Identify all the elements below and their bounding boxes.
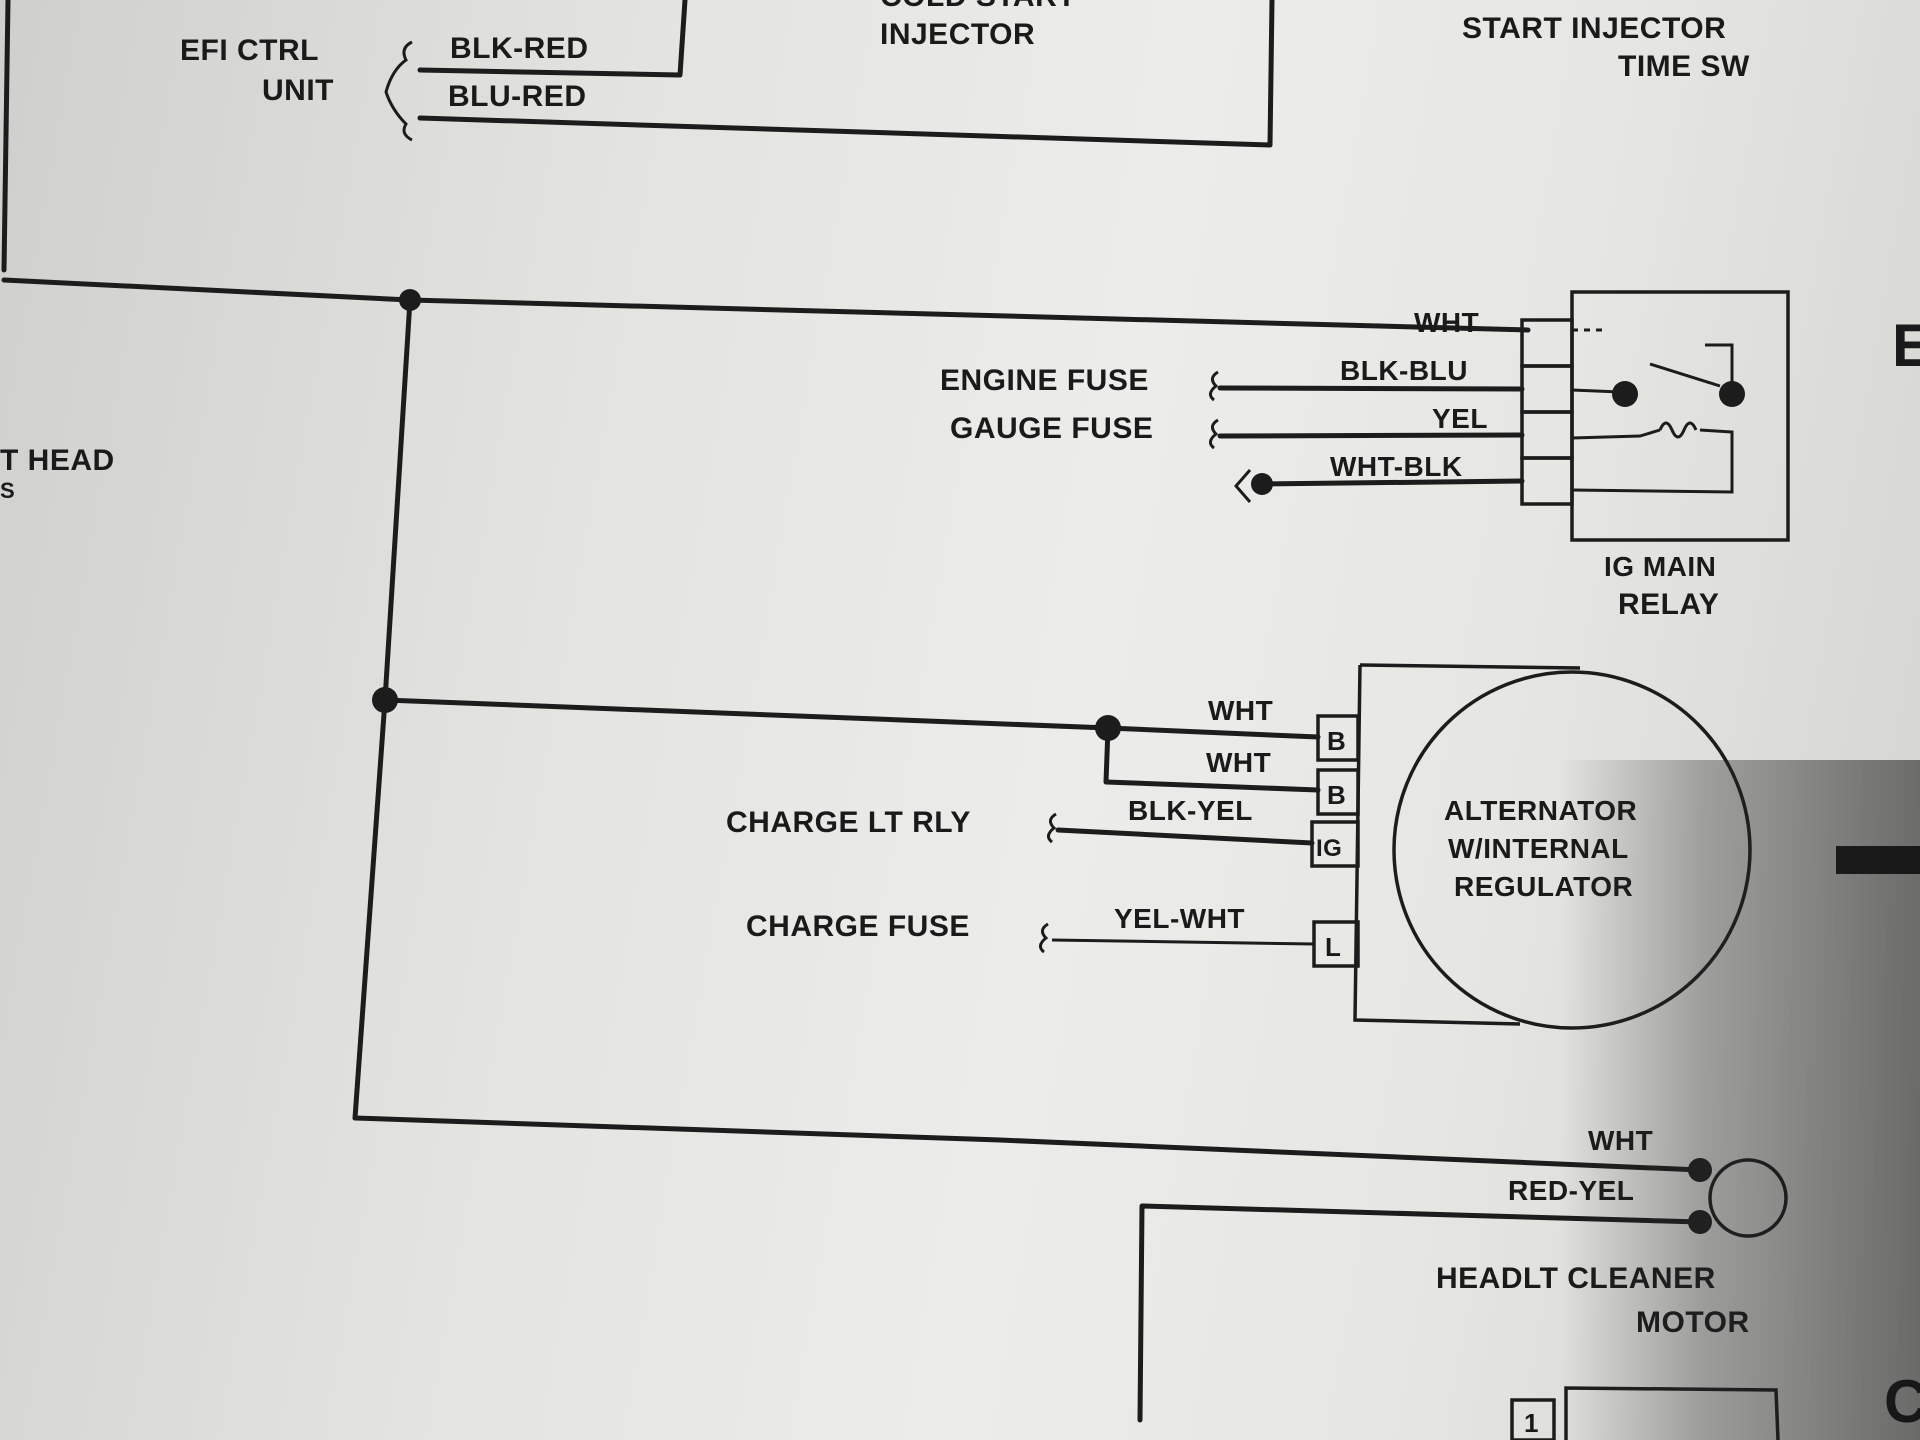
pin-ig-label: IG <box>1316 835 1342 862</box>
relay-pin-4 <box>1520 456 1574 506</box>
time-sw-label: TIME SW <box>1618 50 1750 83</box>
bottom-component-body <box>1564 1386 1780 1440</box>
cylinder-head-label: T HEAD <box>0 444 115 477</box>
bottom-pin-label: 1 <box>1524 1408 1539 1438</box>
blu-red-label: BLU-RED <box>448 80 587 113</box>
bus-junction-top <box>399 289 421 311</box>
alt-wht-wire-1 <box>382 697 1321 740</box>
edge-letter-e: E <box>1892 312 1920 379</box>
relay-coil-return <box>1571 428 1734 494</box>
pin-l-label: L <box>1325 932 1341 962</box>
alt-junction <box>1095 715 1121 741</box>
relay-coil-lead <box>1571 428 1661 440</box>
injector-label: INJECTOR <box>880 18 1035 51</box>
relay-yel-wire <box>1217 432 1525 439</box>
relay-pin-3 <box>1520 410 1574 460</box>
engine-fuse-break <box>1209 370 1219 402</box>
alt-wht-label-1: WHT <box>1208 695 1273 726</box>
relay-internal-2 <box>1571 388 1621 394</box>
charge-lt-rly-label: CHARGE LT RLY <box>726 806 971 839</box>
motor-circle <box>1708 1158 1788 1238</box>
efi-brace <box>384 40 413 142</box>
relay-yel-label: YEL <box>1432 403 1488 434</box>
relay-wht-blk-wire <box>1259 478 1525 487</box>
motor-wht-label: WHT <box>1588 1125 1653 1156</box>
alternator-name-line3: REGULATOR <box>1454 871 1633 902</box>
engine-fuse-label: ENGINE FUSE <box>940 364 1149 397</box>
relay-switch-lead <box>1705 343 1734 394</box>
alt-wht-label-2: WHT <box>1206 747 1271 778</box>
alternator: B B IG L WHT WHT BLK-YEL YEL-WHT CHARGE … <box>382 663 1752 1030</box>
alt-yel-wht-label: YEL-WHT <box>1114 903 1245 934</box>
efi-ctrl-label: EFI CTRL <box>180 34 319 67</box>
left-border-wire <box>1 0 11 273</box>
alt-wht-wire-2 <box>1103 725 1321 793</box>
relay-coil <box>1658 421 1698 439</box>
ground-symbol-icon <box>1234 469 1252 503</box>
bottom-pin-box <box>1510 1398 1556 1440</box>
blu-red-wire <box>417 0 1275 148</box>
relay-name-line1: IG MAIN <box>1604 551 1716 582</box>
efi-section: EFI CTRL UNIT BLK-RED BLU-RED COLD START… <box>0 0 1750 503</box>
cylinder-head-label-2: S <box>0 478 15 503</box>
charge-fuse-label: CHARGE FUSE <box>746 910 970 943</box>
motor-terminal-1 <box>1688 1158 1712 1182</box>
charge-fuse-break <box>1039 922 1049 954</box>
alternator-name-line2: W/INTERNAL <box>1448 833 1629 864</box>
edge-letter-c: C <box>1884 1368 1920 1435</box>
headlight-cleaner-motor: WHT RED-YEL HEADLT CLEANER MOTOR <box>352 1115 1788 1423</box>
relay-blk-blu-label: BLK-BLU <box>1340 355 1468 386</box>
motor-red-yel-wire <box>1137 1203 1703 1423</box>
charge-lt-rly-break <box>1047 812 1057 844</box>
blk-red-wire <box>417 0 688 78</box>
pin-b1-label: B <box>1327 726 1346 756</box>
relay-pin-1 <box>1520 318 1574 368</box>
main-bus <box>1 277 1531 1121</box>
alt-yel-wht-wire <box>1051 938 1315 946</box>
motor-wht-wire <box>352 1115 1703 1173</box>
relay-contact-left <box>1612 381 1638 407</box>
motor-name-line2: MOTOR <box>1636 1306 1750 1339</box>
gauge-fuse-break <box>1209 418 1219 450</box>
motor-name-line1: HEADLT CLEANER <box>1436 1262 1716 1295</box>
ground-point <box>1251 473 1273 495</box>
ig-bus-wire <box>1 277 1531 333</box>
relay-pin-2 <box>1520 364 1574 414</box>
ig-main-relay: WHT BLK-BLU YEL WHT-BLK ENGINE FUSE GAUG… <box>940 290 1790 621</box>
relay-wht-label: WHT <box>1414 307 1479 338</box>
pin-b2-label: B <box>1327 780 1346 810</box>
relay-blk-blu-wire <box>1217 385 1525 392</box>
relay-name-line2: RELAY <box>1618 588 1719 621</box>
edge-bar-mark <box>1836 846 1920 874</box>
alt-frame-top <box>1359 663 1581 670</box>
alternator-name-line1: ALTERNATOR <box>1444 795 1637 826</box>
relay-switch-arm <box>1649 362 1721 388</box>
blk-red-label: BLK-RED <box>450 32 589 65</box>
unit-label: UNIT <box>262 74 334 107</box>
relay-body <box>1570 290 1790 542</box>
gauge-fuse-label: GAUGE FUSE <box>950 412 1153 445</box>
alt-blk-yel-wire <box>1055 827 1315 846</box>
start-injector-label: START INJECTOR <box>1462 12 1726 45</box>
cold-start-label: COLD START <box>880 0 1076 13</box>
motor-red-yel-label: RED-YEL <box>1508 1175 1634 1206</box>
relay-wht-blk-label: WHT-BLK <box>1330 451 1463 482</box>
motor-terminal-2 <box>1688 1210 1712 1234</box>
alt-blk-yel-label: BLK-YEL <box>1128 795 1253 826</box>
bottom-component: 1 <box>1510 1386 1780 1440</box>
